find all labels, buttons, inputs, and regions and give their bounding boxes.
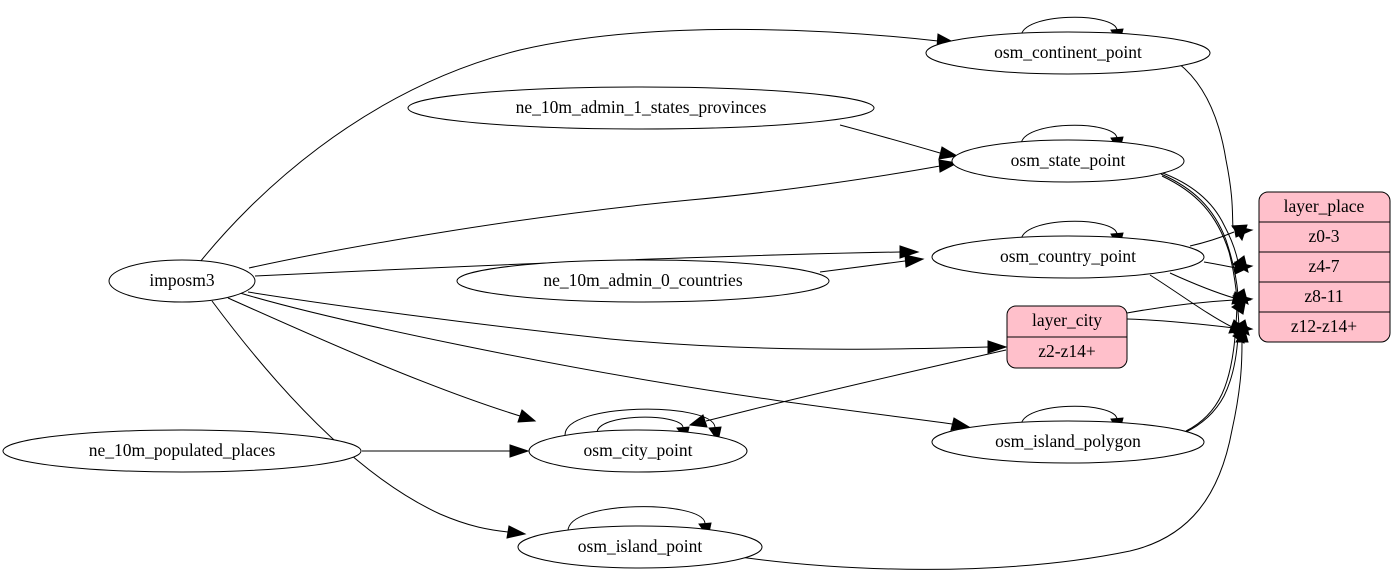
node-ne_10m_populated_places-label: ne_10m_populated_places [89, 440, 276, 460]
node-imposm3[interactable]: imposm3 [108, 259, 256, 303]
node-osm_country_point[interactable]: osm_country_point [931, 235, 1205, 279]
node-osm_country_point-shape[interactable] [931, 235, 1205, 279]
edge-imposm3-to-osm_continent_point [199, 28, 957, 263]
node-osm_continent_point[interactable]: osm_continent_point [925, 31, 1211, 75]
node-osm_island_polygon-label: osm_island_polygon [995, 431, 1141, 451]
edge-imposm3-to-layer_city [247, 291, 1008, 354]
edge-osm_country_point-to-layer_place-z0-3 [1189, 225, 1254, 247]
node-ne_10m_populated_places-shape[interactable] [2, 429, 362, 473]
node-ne_10m_admin_0_countries-label: ne_10m_admin_0_countries [543, 270, 742, 290]
node-ne_10m_admin_0_countries[interactable]: ne_10m_admin_0_countries [456, 259, 830, 303]
node-osm_city_point-label: osm_city_point [584, 440, 693, 460]
edge-layer_city-to-osm_city_point [688, 349, 1007, 428]
edge-ne_10m_populated_places-to-osm_city_point [362, 444, 530, 458]
layer_city-row-title: layer_city [1032, 310, 1102, 330]
node-ne_10m_admin_1_states_provinces-label: ne_10m_admin_1_states_provinces [516, 97, 767, 117]
edge-osm_island_polygon-to-layer_place-z12-z14 [1183, 325, 1248, 434]
node-ne_10m_admin_1_states_provinces[interactable]: ne_10m_admin_1_states_provinces [407, 86, 875, 130]
node-layer_city[interactable]: layer_city z2-z14+ [1006, 305, 1128, 369]
node-ne_10m_admin_1_states_provinces-shape[interactable] [407, 86, 875, 130]
node-ne_10m_admin_0_countries-shape[interactable] [456, 259, 830, 303]
layer_place-row-z0-3[interactable]: z0-3 [1308, 226, 1339, 246]
node-osm_island_polygon-shape[interactable] [931, 420, 1205, 464]
node-layer_place[interactable]: layer_place z0-3 z4-7 z8-11 z12-z14+ [1258, 191, 1391, 343]
node-osm_island_point-shape[interactable] [517, 525, 763, 569]
node-osm_island_point-label: osm_island_point [578, 536, 703, 556]
node-osm_island_point[interactable]: osm_island_point [517, 525, 763, 569]
edge-imposm3-to-osm_island_point [211, 300, 527, 539]
node-osm_island_polygon[interactable]: osm_island_polygon [931, 420, 1205, 464]
node-layer_place-shape[interactable] [1258, 191, 1391, 343]
node-osm_continent_point-shape[interactable] [925, 31, 1211, 75]
edge-imposm3-to-osm_island_polygon [239, 292, 971, 431]
node-osm_state_point[interactable]: osm_state_point [951, 139, 1185, 183]
node-osm_country_point-label: osm_country_point [1000, 246, 1136, 266]
node-osm_city_point[interactable]: osm_city_point [528, 429, 748, 473]
node-imposm3-label: imposm3 [149, 270, 214, 290]
edge-imposm3-to-osm_city_point [227, 297, 537, 423]
edge-osm_country_point-to-layer_place-z4-7 [1203, 261, 1254, 275]
edge-imposm3-to-osm_state_point [248, 159, 959, 269]
layer_place-row-z8-11[interactable]: z8-11 [1304, 286, 1343, 306]
layer_place-row-z12-z14[interactable]: z12-z14+ [1291, 316, 1357, 336]
node-ne_10m_populated_places[interactable]: ne_10m_populated_places [2, 429, 362, 473]
layer_city-row-z2-z14[interactable]: z2-z14+ [1038, 341, 1096, 361]
edge-ne_10m_admin_0_countries-to-osm_country_point [819, 254, 925, 273]
node-layer: imposm3 ne_10m_admin_1_states_provinces … [2, 31, 1391, 569]
node-imposm3-shape[interactable] [108, 259, 256, 303]
node-osm_continent_point-label: osm_continent_point [994, 42, 1142, 62]
layer_place-row-z4-7[interactable]: z4-7 [1308, 256, 1339, 276]
edge-osm_island_polygon-to-layer_place-z8-11 [1185, 296, 1247, 432]
edge-osm_island_point-to-layer_place-z12-z14 [739, 326, 1249, 570]
layer_place-row-title: layer_place [1284, 196, 1365, 216]
node-osm_state_point-label: osm_state_point [1011, 150, 1126, 170]
node-osm_state_point-shape[interactable] [951, 139, 1185, 183]
edge-ne_10m_admin_1_states_provinces-to-osm_state_point [839, 124, 959, 160]
node-osm_city_point-shape[interactable] [528, 429, 748, 473]
